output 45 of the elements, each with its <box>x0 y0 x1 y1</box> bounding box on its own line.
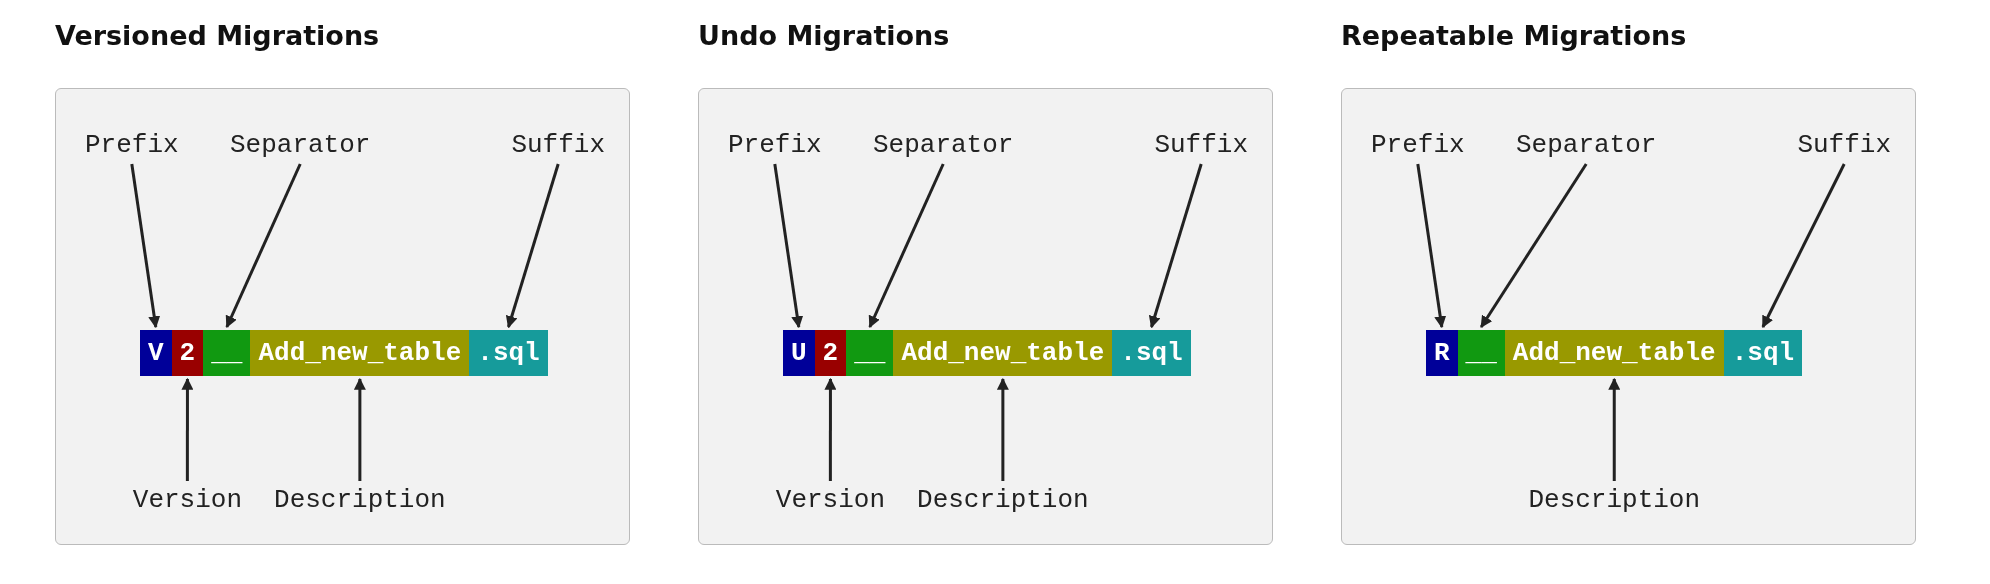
part-label: Version <box>775 485 885 515</box>
part-label: Description <box>917 485 1089 515</box>
leader-arrow <box>130 163 161 329</box>
filename-segment: U <box>783 330 815 376</box>
part-label: Description <box>274 485 446 515</box>
part-label: Separator <box>230 130 371 160</box>
leader-arrow <box>1608 377 1621 481</box>
panel-title: Versioned Migrations <box>55 20 380 51</box>
filename-segment: __ <box>203 330 251 376</box>
filename-segment: Add_new_table <box>1504 330 1724 376</box>
part-label: Prefix <box>85 130 179 160</box>
part-label: Description <box>1528 485 1701 515</box>
leader-arrow <box>1761 163 1846 329</box>
filename-segment: .sql <box>1723 330 1803 376</box>
filename-segment: V <box>140 330 172 376</box>
filename-segment: .sql <box>469 330 548 376</box>
filename-segment: 2 <box>171 330 204 376</box>
filename-segment: R <box>1426 330 1458 376</box>
panel-title: Repeatable Migrations <box>1341 20 1687 51</box>
leader-arrow <box>505 163 560 329</box>
leader-arrow <box>773 163 804 329</box>
part-label: Separator <box>873 130 1014 160</box>
leader-arrow <box>868 163 945 329</box>
filename-segment: Add_new_table <box>250 330 470 376</box>
filename-segment: 2 <box>814 330 847 376</box>
panel-title: Undo Migrations <box>698 20 950 51</box>
leader-arrow <box>353 377 366 481</box>
part-label: Suffix <box>1797 130 1891 160</box>
leader-arrow <box>824 377 837 481</box>
part-label: Version <box>132 485 242 515</box>
leader-arrow <box>996 377 1009 481</box>
filename-segment: .sql <box>1112 330 1191 376</box>
leader-arrow <box>1479 163 1588 328</box>
filename-segment: __ <box>846 330 894 376</box>
part-label: Separator <box>1516 130 1657 160</box>
leader-arrow <box>1416 163 1447 329</box>
part-label: Prefix <box>1371 130 1465 160</box>
leader-arrow <box>1148 163 1203 329</box>
leader-arrow <box>225 163 302 329</box>
leader-arrow <box>181 377 194 481</box>
filename-segment: Add_new_table <box>893 330 1113 376</box>
part-label: Prefix <box>728 130 822 160</box>
part-label: Suffix <box>1154 130 1248 160</box>
filename-segment: __ <box>1457 330 1505 376</box>
part-label: Suffix <box>511 130 605 160</box>
